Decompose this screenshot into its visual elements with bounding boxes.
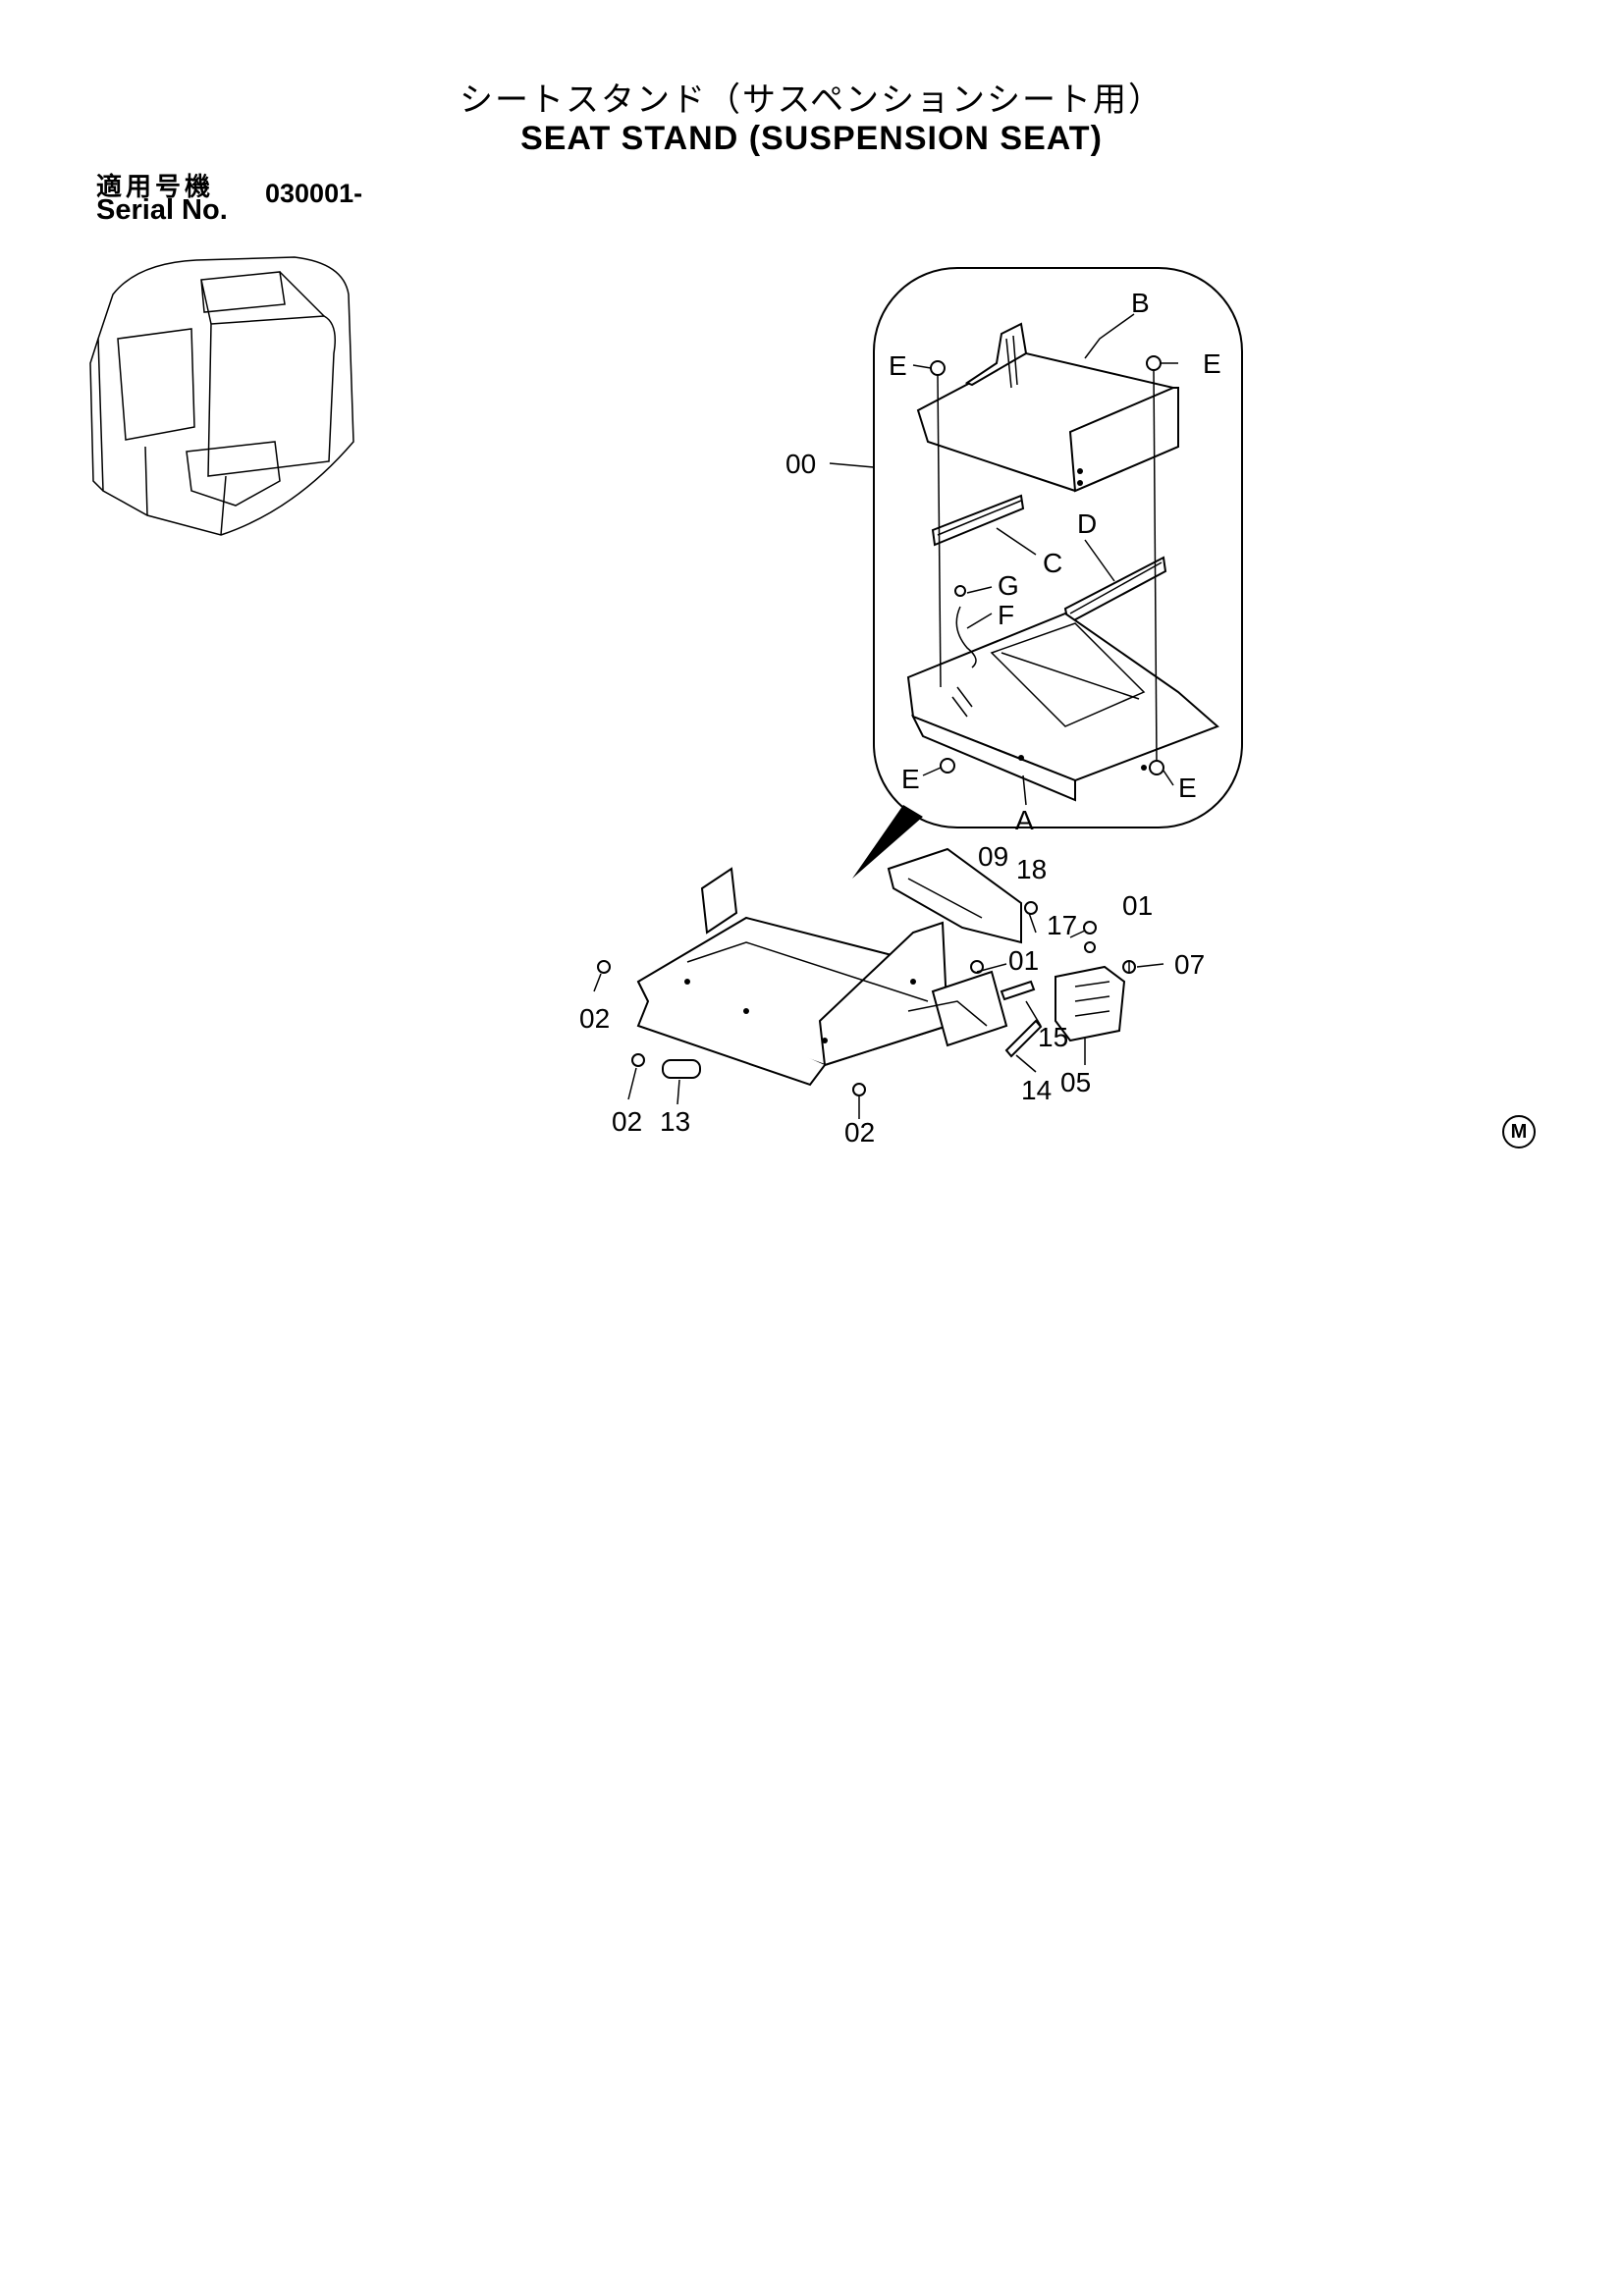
part-14-15-pins xyxy=(1000,980,1043,1058)
callout-f: F xyxy=(998,600,1014,630)
fasteners xyxy=(597,901,1136,1096)
callout-02-right: 02 xyxy=(844,1117,875,1148)
seat-stand-assembly xyxy=(636,867,1008,1087)
page-title: SEAT STAND (SUSPENSION SEAT) xyxy=(520,120,1103,157)
detail-bubble xyxy=(852,267,1243,879)
callout-d: D xyxy=(1077,508,1097,539)
detail-bar-d xyxy=(1063,556,1167,625)
serial-number-value: 030001- xyxy=(265,179,363,208)
callout-b: B xyxy=(1131,288,1150,318)
cab-thumbnail xyxy=(89,256,354,536)
callout-e-bottom-right: E xyxy=(1178,773,1197,803)
manufacturer-mark: M xyxy=(1502,1115,1536,1148)
part-09-cover xyxy=(887,847,1022,944)
callout-a: A xyxy=(1015,805,1034,835)
detail-bar-c xyxy=(931,494,1025,547)
detail-plate-a xyxy=(906,612,1219,802)
callout-09: 09 xyxy=(978,841,1008,872)
callout-15: 15 xyxy=(1038,1022,1068,1052)
part-13-grommet xyxy=(662,1059,701,1079)
callout-e-top-right: E xyxy=(1203,348,1221,379)
serial-label-japanese: 適用号機 xyxy=(96,173,215,202)
callout-18: 18 xyxy=(1016,854,1047,884)
callout-02-bottom: 02 xyxy=(612,1106,642,1137)
callout-13: 13 xyxy=(660,1106,690,1137)
detail-bolts-e xyxy=(930,355,1164,775)
callout-01-upper: 01 xyxy=(1122,890,1153,921)
detail-plate-b xyxy=(916,322,1180,493)
callout-g: G xyxy=(998,570,1019,601)
callout-17: 17 xyxy=(1047,910,1077,940)
callout-02-left: 02 xyxy=(579,1003,610,1034)
callout-e-bottom-left: E xyxy=(901,764,920,794)
callout-14: 14 xyxy=(1021,1075,1052,1105)
detail-wire-f xyxy=(954,585,977,668)
part-05-bracket xyxy=(1055,965,1126,1042)
callout-05: 05 xyxy=(1060,1067,1091,1097)
callout-c: C xyxy=(1043,548,1062,578)
page-title-japanese: シートスタンド（サスペンションシート用） xyxy=(460,80,1163,120)
callout-labels: 00 B E E D C G F E E A 09 18 01 17 07 01… xyxy=(579,288,1221,1148)
callout-07: 07 xyxy=(1174,949,1205,980)
callout-e-top-left: E xyxy=(889,350,907,381)
callout-00: 00 xyxy=(785,449,816,479)
serial-label: Serial No. xyxy=(96,194,228,226)
callout-01-lower: 01 xyxy=(1008,945,1039,976)
leader-lines xyxy=(593,313,1178,1119)
